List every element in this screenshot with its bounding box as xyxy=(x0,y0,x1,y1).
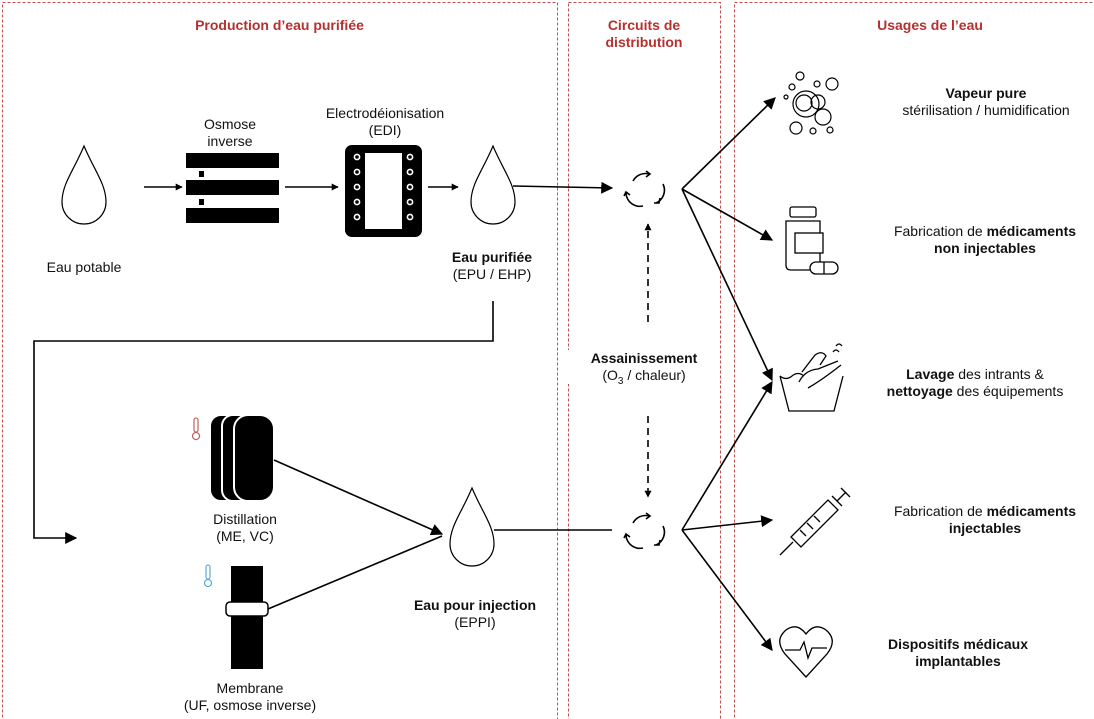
implantable-devices-line1: Dispositifs médicaux xyxy=(887,636,1029,652)
purified-water-label-sub: (EPU / EHP) xyxy=(452,266,532,282)
medicine-bottle-icon xyxy=(785,206,839,275)
reverse-osmosis-label-line1: Osmose xyxy=(203,116,257,132)
washing-label-line1: Lavage des intrants & xyxy=(840,366,1094,383)
membrane-label-line1: Membrane xyxy=(216,680,284,696)
washing-basin-icon xyxy=(779,343,844,412)
purified-water-drop-icon xyxy=(470,144,516,225)
non-injectable-prefix: Fabrication de xyxy=(893,223,987,239)
distillation-label: Distillation (ME, VC) xyxy=(190,511,300,545)
sanitization-label-bold: Assainissement xyxy=(590,350,698,366)
process-arrows xyxy=(33,97,776,651)
purified-water-label: Eau purifiée (EPU / EHP) xyxy=(422,249,562,283)
cleaning-rest: des équipements xyxy=(952,383,1064,399)
edi-module-icon xyxy=(345,145,422,237)
reverse-osmosis-icon xyxy=(186,153,279,223)
steam-bubbles-icon xyxy=(783,71,839,135)
edi-label-line1: Electrodéionisation xyxy=(325,105,445,121)
distribution-panel xyxy=(568,2,721,719)
sanitization-label: Assainissement (O3 / chaleur) xyxy=(568,350,720,387)
loop-icon-bottom xyxy=(623,512,666,550)
potable-water-label: Eau potable xyxy=(46,259,122,275)
injection-water-label-sub: (EPPI) xyxy=(454,614,496,630)
injectable-drugs-line1: Fabrication de médicaments xyxy=(850,503,1094,520)
washing-bold: Lavage xyxy=(906,366,955,382)
potable-water-drop-icon xyxy=(61,144,107,225)
usages-panel xyxy=(734,2,1094,719)
heart-implant-icon xyxy=(779,626,833,678)
non-injectable-drugs-line1: Fabrication de médicaments xyxy=(850,223,1094,240)
production-panel xyxy=(2,2,558,719)
membrane-label-line2: (UF, osmose inverse) xyxy=(183,697,317,713)
cleaning-bold: nettoyage xyxy=(886,383,953,399)
syringe-icon xyxy=(779,487,851,556)
membrane-label: Membrane (UF, osmose inverse) xyxy=(160,680,340,714)
non-injectable-drugs-line2: non injectables xyxy=(934,240,1036,256)
non-injectable-drugs-label: Fabrication de médicaments non injectabl… xyxy=(850,223,1094,257)
reverse-osmosis-label-line2: inverse xyxy=(207,133,253,149)
non-injectable-bold: médicaments xyxy=(986,223,1077,239)
distillation-label-line2: (ME, VC) xyxy=(216,528,274,544)
injection-water-label: Eau pour injection (EPPI) xyxy=(390,597,560,631)
washing-label: Lavage des intrants & nettoyage des équi… xyxy=(840,366,1094,400)
ozone-prefix: (O xyxy=(602,367,618,383)
distribution-header: Circuits de distribution xyxy=(568,17,720,51)
distribution-header-line1: Circuits de xyxy=(607,17,681,33)
production-header: Production d’eau purifiée xyxy=(195,17,364,33)
washing-label-line2: nettoyage des équipements xyxy=(840,383,1094,400)
cold-thermometer-icon xyxy=(203,564,213,588)
sanitization-method: (O3 / chaleur) xyxy=(568,367,720,387)
implantable-devices-line2: implantables xyxy=(915,653,1001,669)
ozone-subscript: 3 xyxy=(617,375,624,387)
injection-water-label-bold: Eau pour injection xyxy=(413,597,537,613)
injection-water-drop-icon xyxy=(449,486,495,567)
pure-steam-label-sub: stérilisation / humidification xyxy=(902,102,1070,118)
ozone-suffix: / chaleur) xyxy=(623,367,686,383)
loop-icon-top xyxy=(623,170,666,208)
injectable-drugs-line2: injectables xyxy=(948,520,1022,536)
edi-label: Electrodéionisation (EDI) xyxy=(295,105,475,139)
pure-steam-label-bold: Vapeur pure xyxy=(945,85,1027,101)
injectable-prefix: Fabrication de xyxy=(893,503,987,519)
implantable-devices-label: Dispositifs médicaux implantables xyxy=(868,636,1048,670)
membrane-module-icon xyxy=(225,566,269,669)
injectable-drugs-label: Fabrication de médicaments injectables xyxy=(850,503,1094,537)
edi-label-line2: (EDI) xyxy=(368,122,402,138)
distillation-column-icon xyxy=(209,414,275,502)
injectable-bold: médicaments xyxy=(986,503,1077,519)
distillation-label-line1: Distillation xyxy=(213,511,277,527)
pure-steam-label: Vapeur pure stérilisation / humidificati… xyxy=(856,85,1094,119)
washing-rest: des intrants & xyxy=(954,366,1044,382)
purified-water-label-bold: Eau purifiée xyxy=(451,249,533,265)
hot-thermometer-icon xyxy=(191,417,201,441)
distribution-header-line2: distribution xyxy=(605,34,683,50)
reverse-osmosis-label: Osmose inverse xyxy=(180,116,280,150)
usages-header: Usages de l’eau xyxy=(877,17,983,33)
